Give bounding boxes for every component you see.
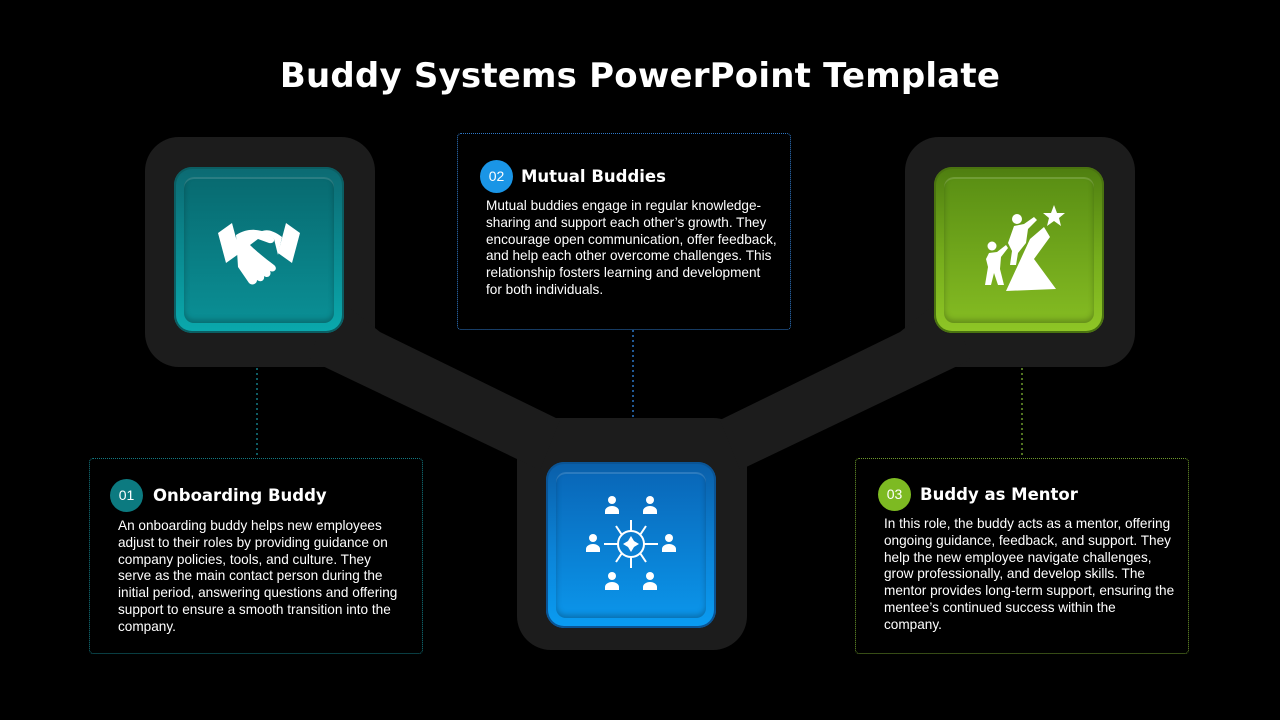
onboarding-tile-face xyxy=(184,177,334,323)
handshake-icon xyxy=(218,223,300,285)
number-badge: 03 xyxy=(878,478,911,511)
card-description: In this role, the buddy acts as a mentor… xyxy=(884,516,1175,632)
mutual-tile xyxy=(546,462,716,628)
climbing-to-star-icon xyxy=(985,205,1065,291)
mutual-buddies-card: 02 Mutual Buddies Mutual buddies engage … xyxy=(457,133,791,330)
card-title: Buddy as Mentor xyxy=(920,485,1078,504)
card-description: An onboarding buddy helps new employees … xyxy=(118,518,398,634)
number-badge: 02 xyxy=(480,160,513,193)
card-title: Onboarding Buddy xyxy=(153,486,327,505)
mentor-tile xyxy=(934,167,1104,333)
onboarding-tile xyxy=(174,167,344,333)
card-description: Mutual buddies engage in regular knowled… xyxy=(486,198,777,297)
number-badge: 01 xyxy=(110,479,143,512)
card-title: Mutual Buddies xyxy=(521,167,666,186)
team-network-icon xyxy=(586,496,676,590)
onboarding-buddy-card: 01 Onboarding Buddy An onboarding buddy … xyxy=(89,458,423,654)
buddy-as-mentor-card: 03 Buddy as Mentor In this role, the bud… xyxy=(855,458,1189,654)
slide-title: Buddy Systems PowerPoint Template xyxy=(279,56,1001,96)
